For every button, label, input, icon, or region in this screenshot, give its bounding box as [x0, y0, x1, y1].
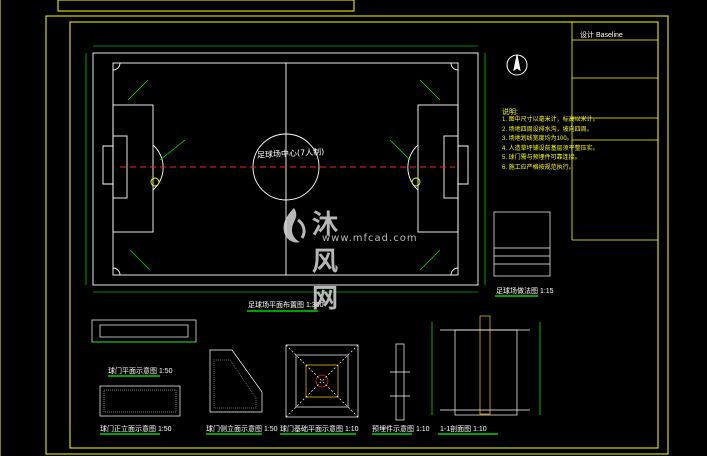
detail-title-text: 球门正立面示意图 — [100, 426, 156, 433]
section-1-1-detail — [431, 315, 541, 416]
dimension-lines — [85, 45, 486, 293]
detail-title: 球门正立面示意图 1:50 — [100, 424, 172, 434]
main-plan-title-text: 足球场平面布置图 — [248, 302, 304, 309]
detail-title: 1-1剖面图 1:10 — [440, 424, 487, 434]
football-field-plan[interactable] — [92, 52, 479, 286]
north-arrow-icon — [506, 54, 528, 76]
main-plan-title: 足球场平面布置图 1:300 — [248, 300, 323, 310]
section-title-text: 足球场做法图 — [496, 288, 538, 295]
title-block — [571, 22, 658, 241]
detail-scale: 1:10 — [473, 426, 487, 433]
notes-title: 说明: — [502, 109, 518, 116]
detail-title-text: 球门侧立面示意图 — [206, 426, 262, 433]
section-title: 足球场做法图 1:15 — [496, 286, 554, 296]
note-item: 2. 场地四周设排水沟，坡向四周。 — [502, 126, 593, 133]
section-scale: 1:15 — [539, 288, 554, 295]
sheet-frame — [0, 0, 669, 456]
embedded-part-detail — [390, 343, 410, 421]
note-item: 5. 球门需与预埋件可靠连接。 — [502, 155, 581, 161]
note-item: 3. 场地划线宽度均为100。 — [502, 136, 573, 142]
detail-title: 球门平面示意图 1:50 — [108, 366, 173, 376]
main-plan-scale: 1:300 — [305, 302, 324, 309]
detail-title: 球门侧立面示意图 1:50 — [206, 424, 278, 434]
goal-front-detail — [99, 385, 181, 417]
note-item: 6. 施工应严格按规范执行。 — [502, 164, 575, 171]
section-detail — [493, 211, 551, 277]
watermark-text: 沐风网 — [312, 210, 342, 314]
title-underlines — [100, 295, 538, 435]
detail-title-text: 1-1剖面图 — [440, 426, 472, 433]
detail-scale: 1:10 — [344, 426, 359, 433]
watermark-url: www.mfcad.com — [322, 233, 418, 244]
goal-plan-detail — [91, 319, 197, 343]
goal-side-detail — [209, 349, 263, 413]
title-block-label: 设计 Baseline — [580, 32, 623, 39]
detail-title-text: 球门平面示意图 — [108, 368, 157, 375]
detail-scale: 1:10 — [415, 426, 430, 433]
note-item: 1. 图中尺寸以毫米计，标高以米计。 — [502, 117, 599, 123]
detail-title: 球门基础平面示意图 1:10 — [280, 424, 359, 434]
detail-title-text: 预埋件示意图 — [372, 426, 414, 433]
detail-scale: 1:50 — [263, 426, 278, 433]
detail-scale: 1:50 — [157, 426, 172, 433]
notes-list: 1. 图中尺寸以毫米计，标高以米计。 2. 场地四周设排水沟，坡向四周。 3. … — [502, 116, 599, 173]
goal-foundation-plan — [285, 344, 359, 418]
detail-scale: 1:50 — [158, 368, 173, 375]
note-item: 4. 人造草坪铺设前基层须平整压实。 — [502, 145, 599, 152]
detail-title: 预埋件示意图 1:10 — [372, 424, 430, 434]
watermark-logo-icon — [283, 208, 306, 243]
detail-title-text: 球门基础平面示意图 — [280, 426, 343, 433]
